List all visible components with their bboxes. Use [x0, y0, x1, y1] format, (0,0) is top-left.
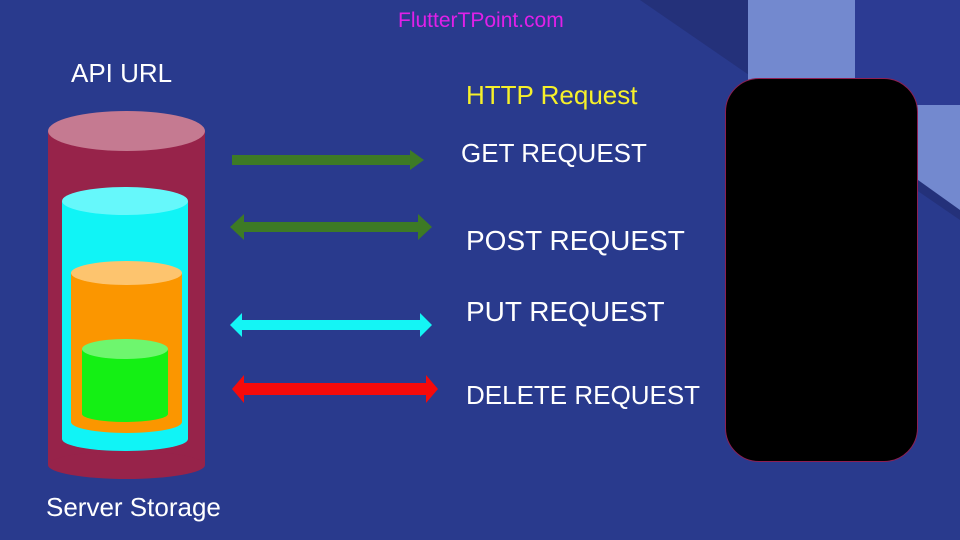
- get-request-arrow: [232, 150, 424, 170]
- decor-shape-light-2: [918, 105, 960, 210]
- site-title: FlutterTPoint.com: [398, 9, 564, 32]
- http-request-title: HTTP Request: [466, 80, 638, 110]
- put-request-label: PUT REQUEST: [466, 296, 665, 327]
- post-request-label: POST REQUEST: [466, 225, 685, 256]
- post-request-arrow: [230, 214, 432, 240]
- arrow-shape: [232, 150, 424, 170]
- put-request-arrow: [230, 313, 432, 337]
- phone-device-icon: [725, 78, 918, 462]
- arrow-shape: [230, 214, 432, 240]
- delete-request-label: DELETE REQUEST: [466, 380, 701, 410]
- api-url-label: API URL: [71, 58, 173, 88]
- arrow-shape: [232, 375, 438, 403]
- arrow-shape: [230, 313, 432, 337]
- get-request-label: GET REQUEST: [461, 138, 647, 168]
- green-cylinder: [82, 339, 168, 422]
- server-storage-label: Server Storage: [46, 492, 221, 522]
- delete-request-arrow: [232, 375, 438, 403]
